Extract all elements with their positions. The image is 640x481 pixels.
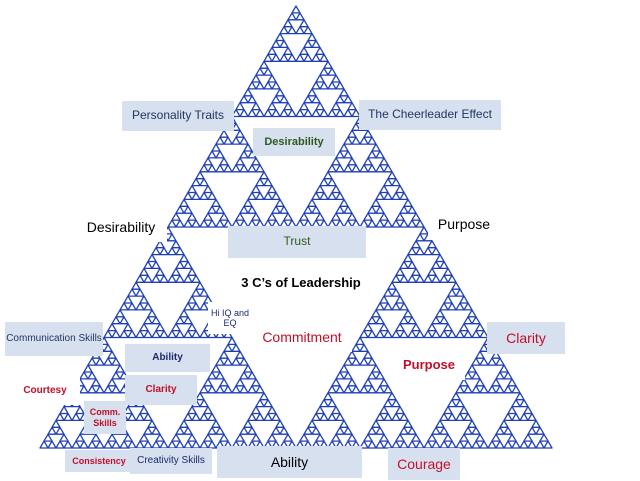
label-personality-traits: Personality Traits [122, 101, 234, 131]
label-comm-skills: Comm. Skills [84, 401, 126, 434]
label-purpose-right: Purpose [428, 208, 500, 240]
label-ability-bottom: Ability [217, 446, 362, 478]
label-desirability-left: Desirability [75, 212, 167, 242]
label-consistency: Consistency [65, 450, 133, 472]
label-courage: Courage [388, 448, 460, 480]
label-communication-skills: Communication Skills [5, 322, 103, 356]
label-hi-iq-and-eq: Hi IQ and EQ [208, 302, 252, 334]
label-desirability-top: Desirability [253, 128, 335, 156]
label-clarity-small: Clarity [125, 375, 197, 405]
label-3-cs-of-leadership: 3 C’s of Leadership [230, 267, 372, 299]
label-courtesy: Courtesy [10, 377, 80, 405]
label-cheerleader-effect: The Cheerleader Effect [359, 100, 501, 130]
label-creativity-skills: Creativity Skills [130, 448, 212, 474]
label-ability-small: Ability [125, 344, 210, 372]
label-clarity-right: Clarity [487, 322, 565, 354]
label-trust: Trust [228, 226, 366, 258]
label-purpose-center: Purpose [393, 350, 465, 380]
label-commitment: Commitment [252, 322, 352, 352]
